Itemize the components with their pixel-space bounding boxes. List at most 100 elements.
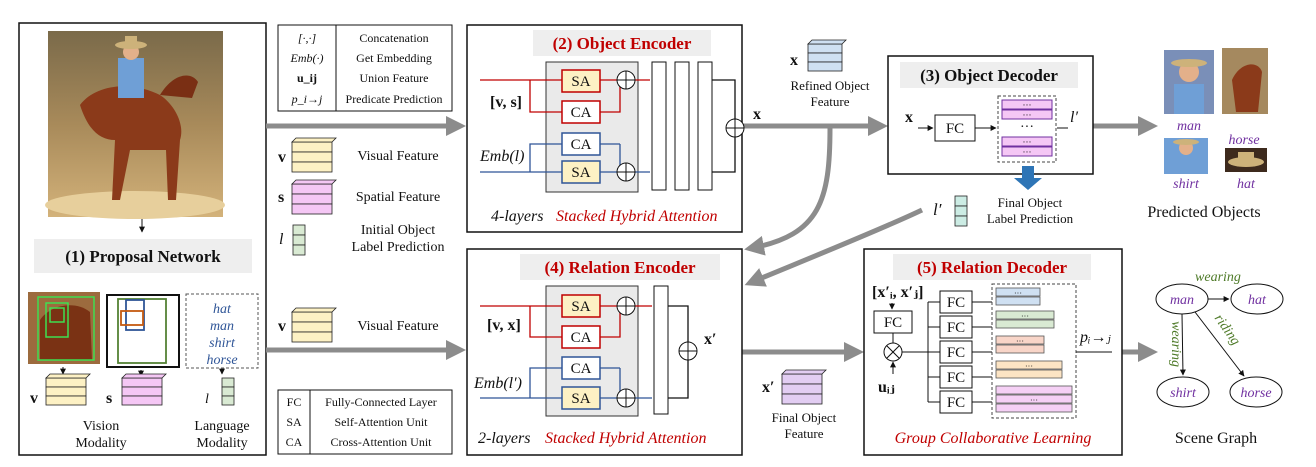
word-label: shirt — [209, 336, 236, 351]
language-caption: Modality — [196, 436, 247, 451]
graph-node: horse — [1240, 386, 1271, 401]
fc-label: FC — [947, 370, 965, 386]
sa-unit-label: SA — [571, 165, 590, 181]
layer-bar — [697, 61, 713, 191]
label-symbol-mid: l — [279, 231, 284, 248]
legend-symbol: [·,·] — [298, 31, 317, 45]
ca-unit — [561, 132, 601, 156]
predicted-label: shirt — [1173, 177, 1200, 192]
relation-encoder-output: x′ — [704, 331, 717, 348]
legend-desc: Get Embedding — [356, 51, 432, 65]
cell-dots: ··· — [1023, 100, 1032, 110]
input-image — [45, 31, 225, 219]
ca-unit-label: CA — [571, 330, 592, 346]
flow-arrows — [266, 116, 1158, 362]
predicted-label: hat — [1237, 177, 1256, 192]
class-cells — [997, 95, 1057, 163]
visual-symbol-2: v — [278, 318, 286, 335]
ca-unit — [561, 100, 601, 124]
legend-symbol: SA — [286, 415, 302, 429]
word-box — [185, 293, 259, 369]
cell-dots: ··· — [1014, 289, 1022, 298]
legend-desc: Concatenation — [359, 31, 428, 45]
fc-layer — [934, 114, 976, 142]
object-decoder-output: l′ — [1070, 109, 1078, 126]
refined-feature-cube — [807, 39, 847, 72]
sa-unit — [561, 386, 601, 410]
cell-dots: ··· — [1030, 396, 1038, 405]
fc-label: FC — [946, 121, 964, 137]
spatial-feature-label: Spatial Feature — [356, 190, 440, 205]
scene-graph-title: Scene Graph — [1175, 430, 1257, 447]
object-encoder-input1: [v, s] — [490, 94, 522, 111]
sa-unit-label: SA — [571, 299, 590, 315]
ca-unit — [561, 325, 601, 349]
graph-node: shirt — [1170, 386, 1197, 401]
layer-bar — [653, 285, 669, 415]
legend-symbol: u_ij — [297, 71, 317, 85]
final-feature-symbol: x′ — [762, 379, 775, 396]
visual-feature-cube-2 — [291, 307, 337, 343]
vision-caption: Modality — [75, 436, 126, 451]
union-feature: uᵢⱼ — [878, 379, 895, 396]
sa-unit — [561, 69, 601, 93]
sa-unit-label: SA — [571, 391, 590, 407]
word-label: hat — [213, 302, 232, 317]
initial-label-caption: Label Prediction — [352, 240, 445, 255]
crop-horse — [1222, 48, 1268, 114]
spatial-cube-small — [121, 373, 167, 406]
language-caption: Language — [194, 419, 249, 434]
crop-hat — [1225, 148, 1267, 172]
legend-desc: Union Feature — [360, 71, 429, 85]
fc-label: FC — [947, 345, 965, 361]
relation-decoder-caption: Group Collaborative Learning — [895, 430, 1092, 447]
detection-crop — [28, 292, 100, 364]
initial-label-caption: Initial Object — [361, 223, 435, 238]
legend-symbol: p_i→j — [291, 92, 323, 106]
down-arrow — [1014, 166, 1042, 190]
spatial-boxes — [106, 294, 180, 368]
relation-decoder-title-bg — [893, 254, 1091, 280]
fc-label: FC — [947, 295, 965, 311]
relation-encoder-title-bg — [520, 254, 720, 280]
scene-graph — [1155, 283, 1284, 408]
fc-label: FC — [947, 320, 965, 336]
fc-label: FC — [884, 315, 902, 331]
sa-unit — [561, 294, 601, 318]
layer-bar — [674, 61, 690, 191]
final-label-caption: Final Object — [998, 195, 1063, 210]
graph-node: man — [1170, 293, 1194, 308]
final-label-symbol: l′ — [933, 200, 942, 219]
relation-encoder-title: (4) Relation Encoder — [544, 258, 696, 277]
final-feature-caption: Feature — [785, 426, 824, 441]
visual-feature-cube — [291, 137, 337, 173]
graph-edge: wearing — [1168, 321, 1183, 367]
crop-man — [1164, 50, 1214, 114]
object-decoder-title-bg — [900, 62, 1078, 88]
spatial-symbol-mid: s — [278, 189, 284, 206]
relation-decoder-input: [x′ᵢ, x′ⱼ] — [872, 284, 924, 301]
object-encoder-title-bg — [533, 30, 711, 56]
crop-shirt — [1164, 138, 1208, 174]
sum-node — [725, 118, 745, 138]
legend-desc: Predicate Prediction — [346, 92, 443, 106]
ca-unit — [561, 356, 601, 380]
relation-encoder-caption-prefix: 2-layers — [478, 430, 530, 447]
cell-dots: ··· — [1021, 312, 1029, 321]
proposal-panel — [18, 22, 267, 456]
object-encoder-caption-prefix: 4-layers — [491, 208, 543, 225]
predicted-label: man — [1177, 119, 1201, 134]
visual-symbol: v — [278, 149, 286, 166]
visual-cube-small — [45, 373, 91, 406]
ca-unit-label: CA — [571, 105, 592, 121]
legend-top — [277, 24, 453, 112]
legend-bottom — [277, 389, 453, 455]
ca-unit-label: CA — [571, 137, 592, 153]
relation-encoder-caption-suffix: Stacked Hybrid Attention — [545, 430, 706, 447]
vision-symbol: v — [30, 390, 38, 407]
relation-decoder-output: pᵢ→ⱼ — [1079, 329, 1112, 346]
fc-label: FC — [947, 395, 965, 411]
legend-symbol: FC — [287, 395, 302, 409]
graph-edge: riding — [1211, 312, 1243, 349]
cell-dots: ··· — [1016, 337, 1024, 346]
